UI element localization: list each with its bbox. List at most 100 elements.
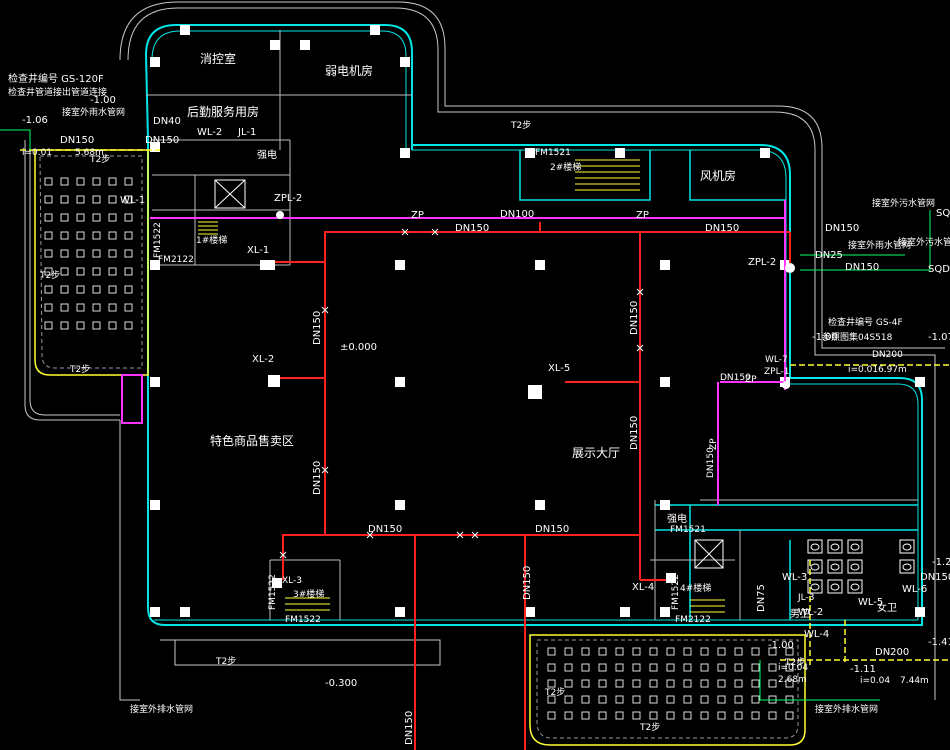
fire-main-red bbox=[270, 222, 791, 750]
stair-4-treads bbox=[690, 599, 725, 613]
riser-label: WL-2 bbox=[197, 127, 222, 138]
toilet-bowl bbox=[850, 563, 860, 571]
toilet-bowl bbox=[810, 563, 820, 571]
paving-cell bbox=[632, 647, 641, 656]
note-label: T2步 bbox=[639, 722, 660, 733]
paving-cell bbox=[60, 213, 69, 222]
riser-label: ZPL-2 bbox=[748, 257, 776, 268]
paving-cell bbox=[108, 321, 117, 330]
south-lower-zone bbox=[529, 634, 806, 746]
paving-cell bbox=[598, 695, 607, 704]
toilet-stall bbox=[807, 579, 823, 594]
paving-cell bbox=[108, 195, 117, 204]
toilet-bowl bbox=[830, 563, 840, 571]
room-toilet-women: 女卫 bbox=[877, 601, 897, 614]
paving-cell bbox=[615, 679, 624, 688]
paving-cell bbox=[632, 711, 641, 720]
valve-cross bbox=[279, 551, 287, 559]
main-hall-inner-outline bbox=[151, 30, 919, 621]
paving-cell bbox=[768, 647, 777, 656]
level-labels: -1.06 -1.00 ±0.000 -1.00 -1.07 -1.11 -1.… bbox=[22, 95, 950, 689]
paving-cell bbox=[768, 711, 777, 720]
room-electric-2: 强电 bbox=[667, 512, 687, 525]
paving-cell bbox=[60, 177, 69, 186]
room-labels: 消控室 弱电机房 后勤服务用房 风机房 特色商品售卖区 展示大厅 1#楼梯 2#… bbox=[187, 51, 897, 620]
door-label: FM1521 bbox=[535, 148, 571, 158]
column bbox=[300, 40, 310, 50]
level-label: -1.41 bbox=[928, 637, 950, 648]
toilet-stall bbox=[847, 559, 863, 574]
paving-cell bbox=[666, 679, 675, 688]
paving-cell bbox=[92, 195, 101, 204]
pipe-label: DN40 bbox=[153, 116, 181, 127]
paving-cell bbox=[60, 321, 69, 330]
riser-label: JL-1 bbox=[237, 127, 256, 138]
riser-label: JL-3 bbox=[797, 593, 814, 603]
note-label: SQ bbox=[936, 208, 950, 219]
slope-label: 6.97m bbox=[878, 365, 907, 375]
room-fan: 风机房 bbox=[700, 168, 736, 183]
pipe-label: DN150 bbox=[825, 223, 859, 234]
column bbox=[395, 260, 405, 270]
outside-connections bbox=[0, 129, 931, 701]
pipe-label: ZP bbox=[745, 375, 757, 385]
paving-cell bbox=[683, 695, 692, 704]
riser-labels: WL-2 JL-1 WL-1 ZPL-2 XL-1 ZPL-2 XL-2 XL-… bbox=[120, 127, 927, 640]
room-stair-3: 3#楼梯 bbox=[293, 588, 324, 600]
riser-label: WL-5 bbox=[858, 597, 883, 608]
level-label: -1.06 bbox=[22, 115, 48, 126]
level-label: -1.2 bbox=[932, 557, 950, 568]
paving-cell bbox=[768, 663, 777, 672]
column bbox=[395, 607, 405, 617]
paving-cell bbox=[751, 663, 760, 672]
paving-cell bbox=[564, 695, 573, 704]
column bbox=[525, 607, 535, 617]
paving-cell bbox=[598, 663, 607, 672]
door-label: FM2122 bbox=[675, 615, 711, 625]
paving-cell bbox=[632, 663, 641, 672]
paving-cell bbox=[717, 711, 726, 720]
toilet-stall bbox=[899, 539, 915, 554]
paving-cell bbox=[108, 177, 117, 186]
column bbox=[615, 148, 625, 158]
room-stair-4: 4#楼梯 bbox=[680, 582, 711, 594]
note-label: 接室外雨水管网 bbox=[62, 106, 125, 118]
column bbox=[395, 377, 405, 387]
riser-label: ZPL-2 bbox=[274, 193, 302, 204]
site-boundary bbox=[24, 1, 945, 701]
paving-cell bbox=[108, 303, 117, 312]
room-toilet-men: 男卫 bbox=[790, 608, 810, 620]
column bbox=[760, 148, 770, 158]
paving-cell bbox=[92, 267, 101, 276]
paving-cell bbox=[649, 695, 658, 704]
note-label: 检查井管道接出管道连接 bbox=[8, 86, 107, 98]
toilet-bowl bbox=[810, 583, 820, 591]
toilet-stall bbox=[827, 579, 843, 594]
column bbox=[150, 260, 160, 270]
riser-label: WL-7 bbox=[765, 355, 788, 365]
room-exhibition-hall: 展示大厅 bbox=[572, 446, 620, 460]
column bbox=[915, 377, 925, 387]
valve-cross bbox=[401, 228, 409, 236]
paving-cell bbox=[581, 679, 590, 688]
paving-cell bbox=[124, 195, 133, 204]
level-label: -1.00 bbox=[812, 332, 838, 343]
pipe-label: ZP bbox=[709, 438, 719, 450]
paving-cell bbox=[547, 679, 556, 688]
elevators bbox=[214, 179, 724, 569]
slope-label: 7.44m bbox=[900, 676, 929, 686]
pipe-label: ZP bbox=[636, 210, 649, 221]
toilet-stall bbox=[807, 559, 823, 574]
riser-label: WL-1 bbox=[120, 195, 145, 206]
level-label: -0.300 bbox=[325, 678, 357, 689]
note-label: T2步 bbox=[89, 154, 110, 165]
column bbox=[660, 607, 670, 617]
pipe-label: DN200 bbox=[872, 350, 903, 360]
paving-cell bbox=[564, 663, 573, 672]
paving-cell bbox=[108, 285, 117, 294]
toilet-stall bbox=[827, 559, 843, 574]
note-label: 接室外污水管网 bbox=[872, 197, 935, 209]
door-labels: FM1521 FM1522 FM2122 FM1522 FM1522 FM152… bbox=[153, 148, 711, 625]
paving-cell bbox=[615, 663, 624, 672]
